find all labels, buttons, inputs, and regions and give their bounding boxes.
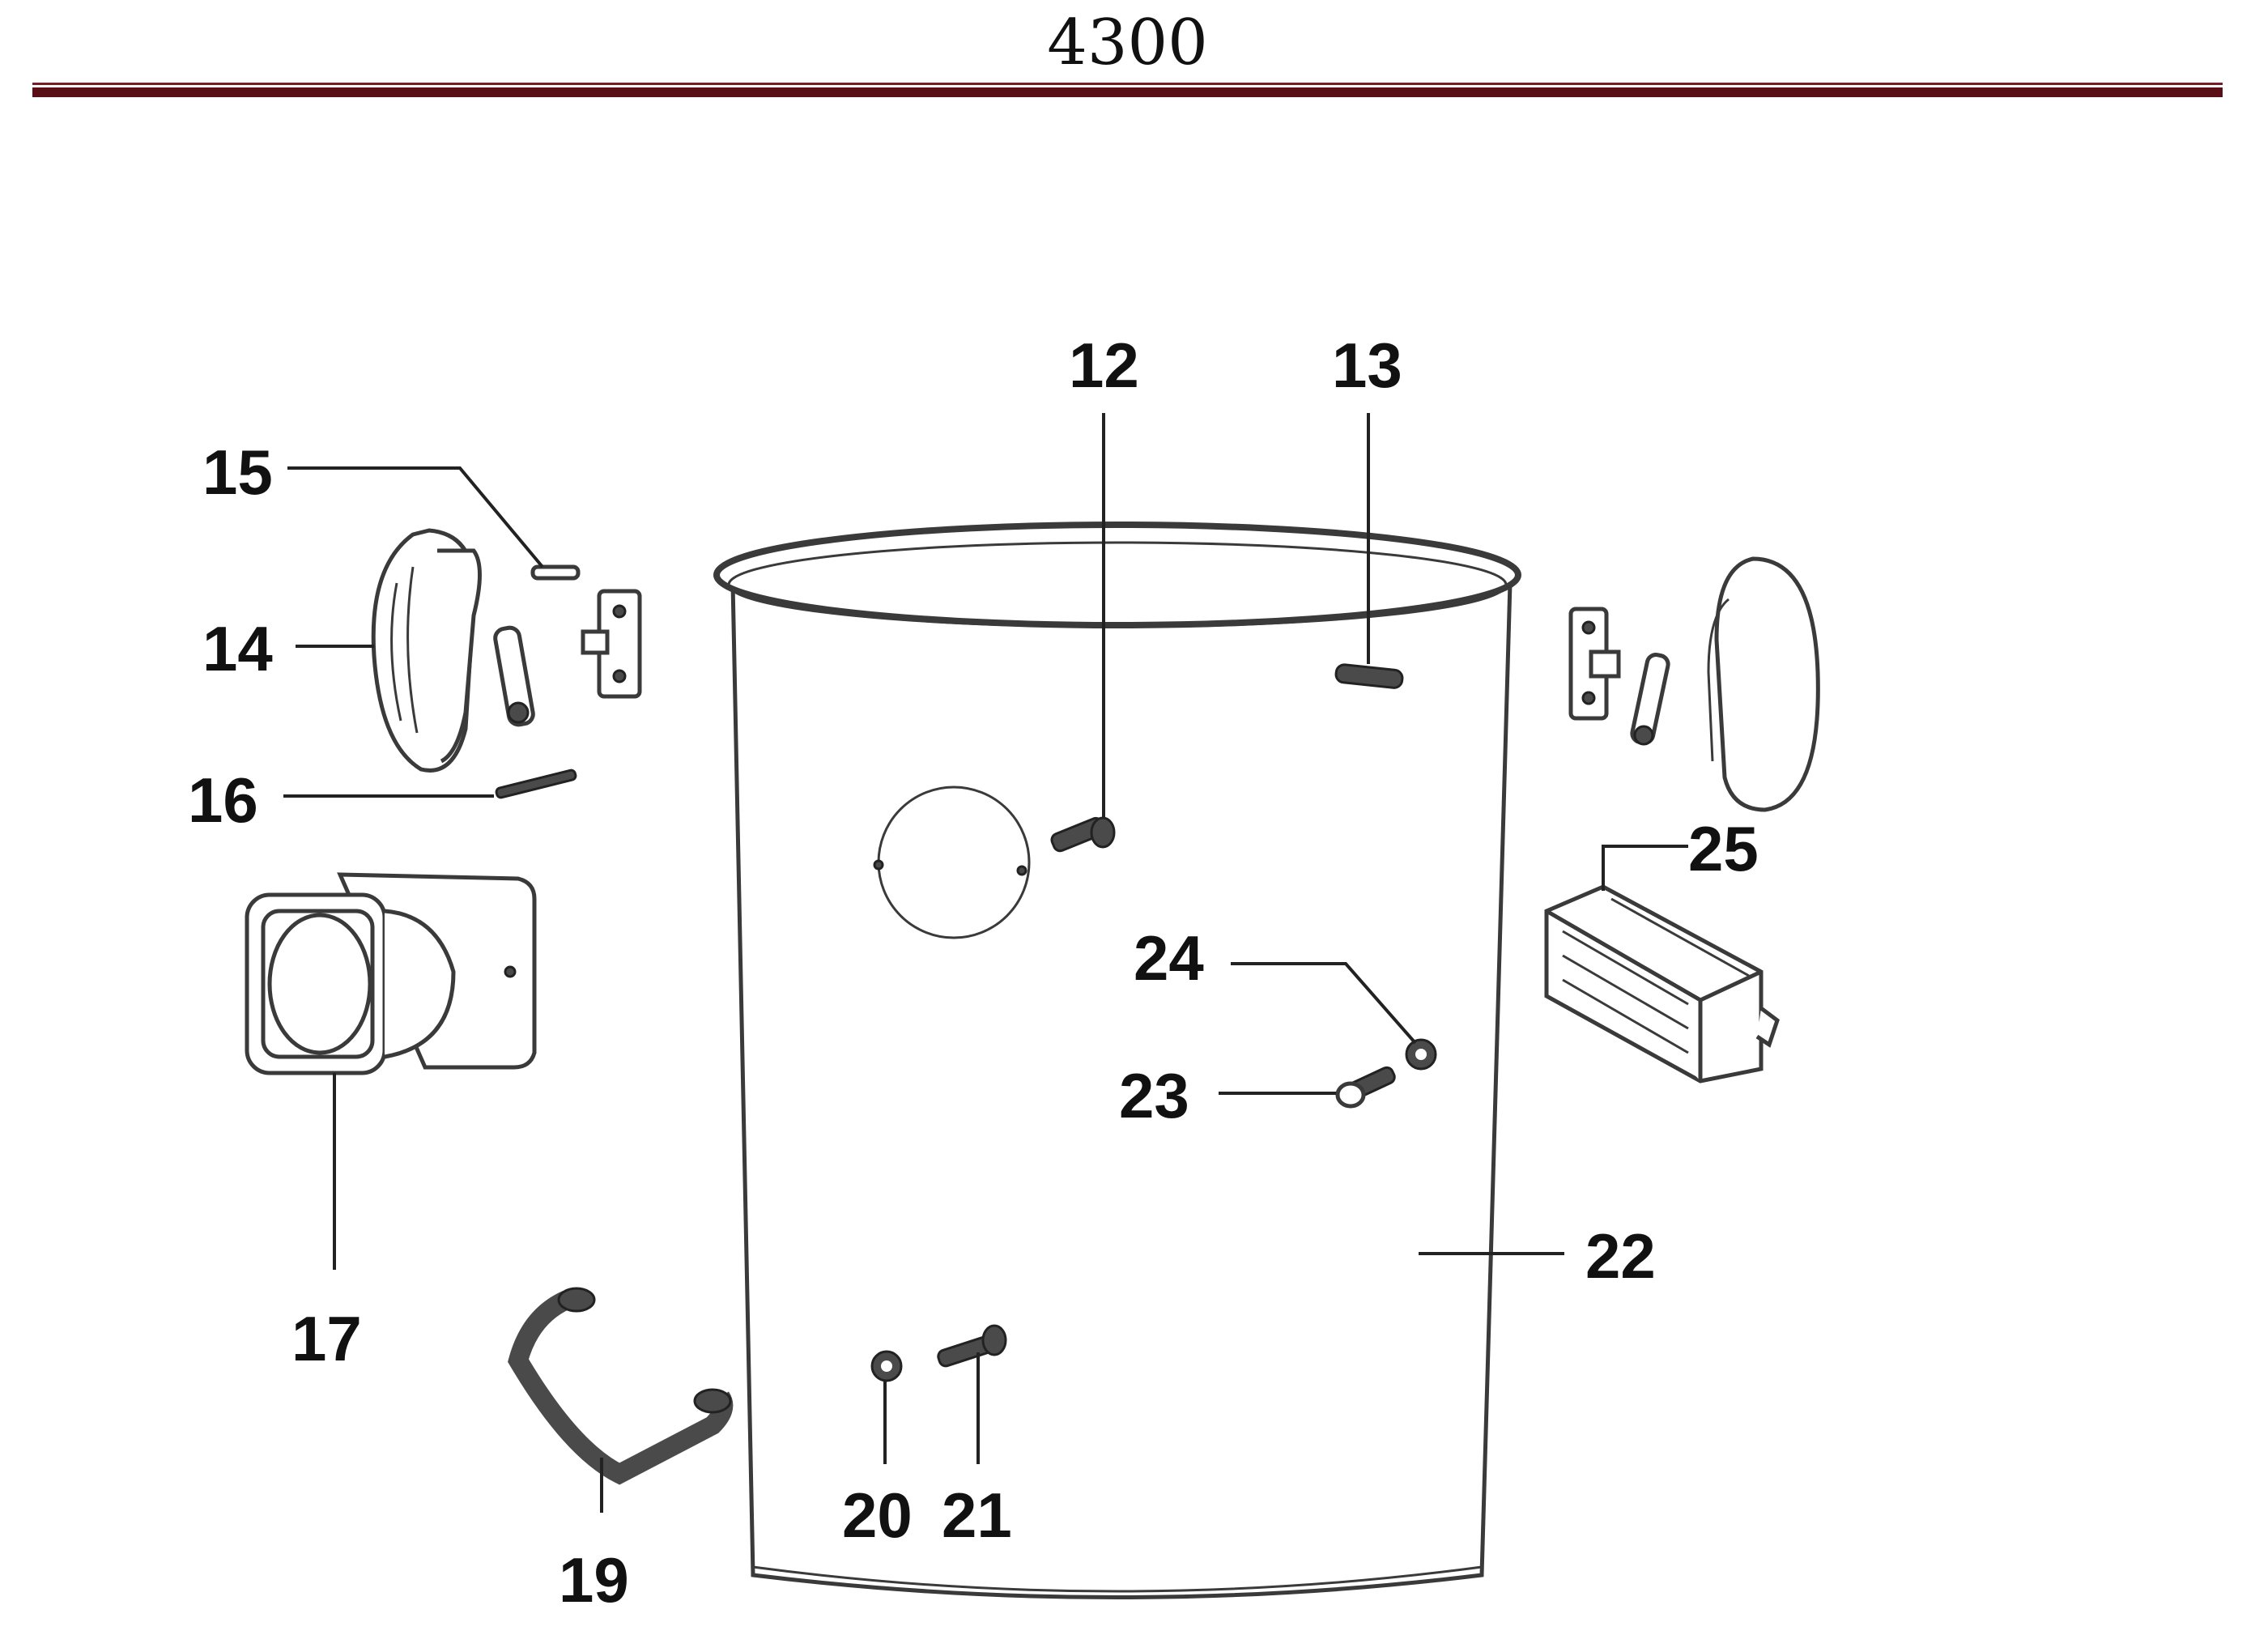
leader-lines [283, 413, 1688, 1513]
leader-24 [1231, 962, 1417, 1045]
part-24-washer [1405, 1038, 1437, 1071]
part-14-latch-clamp [371, 528, 482, 773]
part-23-screw [1335, 1066, 1396, 1109]
callout-21: 21 [942, 1480, 1012, 1551]
leader-15 [287, 466, 544, 568]
part-20-washer [870, 1350, 903, 1382]
right-latch-clamp [1707, 556, 1820, 812]
part-16-rod [495, 769, 577, 799]
callout-19: 19 [559, 1544, 629, 1616]
part-13-pin [1334, 663, 1404, 689]
part-25-filter-box [1544, 884, 1780, 1084]
callout-25: 25 [1688, 813, 1759, 884]
callout-24: 24 [1134, 922, 1204, 994]
callout-15: 15 [202, 436, 273, 508]
callout-23: 23 [1119, 1060, 1189, 1131]
callout-14: 14 [202, 613, 273, 684]
latch-link [493, 625, 535, 727]
part-15-pin [530, 564, 581, 581]
latch-hook-plate [581, 589, 642, 699]
callout-13: 13 [1332, 330, 1402, 401]
callout-17: 17 [291, 1303, 362, 1374]
part-19-handle [508, 1287, 734, 1485]
part-12-bolt [1050, 816, 1116, 853]
canister-body [713, 522, 1521, 1599]
leader-25 [1602, 845, 1688, 891]
header-rule-thin [32, 83, 2223, 85]
right-latch-plate [1568, 607, 1621, 721]
callout-16: 16 [188, 764, 258, 836]
header-rule [32, 87, 2223, 97]
part-21-screw [937, 1324, 1007, 1368]
callout-12: 12 [1069, 330, 1139, 401]
page-title: 4300 [1047, 6, 1208, 79]
callout-20: 20 [842, 1480, 913, 1551]
right-latch-link [1630, 653, 1670, 746]
callout-22: 22 [1585, 1220, 1656, 1292]
part-17-inlet [245, 872, 537, 1075]
body-round-plate [873, 786, 1031, 939]
callout-labels: 12 13 15 14 16 17 19 20 21 22 23 24 25 [188, 330, 1759, 1616]
